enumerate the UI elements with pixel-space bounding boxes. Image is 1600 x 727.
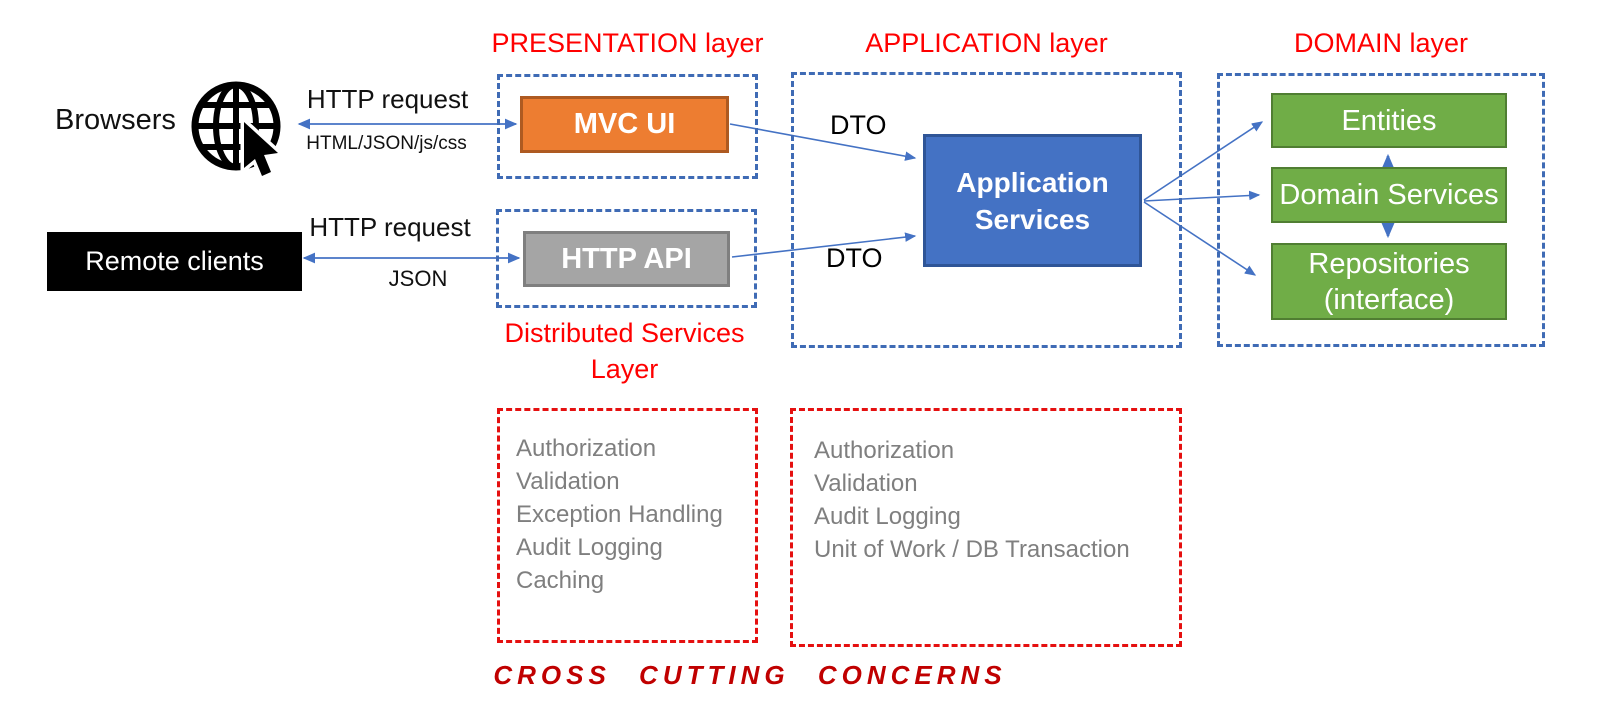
- http-api-box: HTTP API: [523, 231, 730, 287]
- entities-box: Entities: [1271, 93, 1507, 148]
- list-item: Validation: [814, 470, 918, 497]
- distributed-services-boundary: [496, 209, 757, 308]
- presentation-layer-boundary: [497, 74, 758, 179]
- presentation-layer-title: PRESENTATION layer: [491, 28, 764, 58]
- cross-cutting-footer: CROSS CUTTING CONCERNS: [493, 660, 1007, 690]
- cross-cutting-list-left: Authorization Validation Exception Handl…: [516, 432, 723, 597]
- application-layer-boundary: [791, 72, 1182, 348]
- remote-response-label: JSON: [388, 266, 448, 291]
- dto-label-bottom: DTO: [826, 243, 883, 273]
- domain-layer-boundary: [1217, 73, 1545, 347]
- list-item: Audit Logging: [516, 534, 663, 561]
- mvc-ui-box: MVC UI: [520, 96, 729, 153]
- list-item: Unit of Work / DB Transaction: [814, 536, 1130, 563]
- dto-label-top: DTO: [830, 110, 887, 140]
- remote-clients-box: Remote clients: [47, 232, 302, 291]
- browser-request-label: HTTP request: [306, 84, 469, 114]
- domain-layer-title: DOMAIN layer: [1293, 28, 1469, 58]
- application-layer-title: APPLICATION layer: [865, 28, 1108, 58]
- list-item: Validation: [516, 468, 620, 495]
- cross-cutting-list-right: Authorization Validation Audit Logging U…: [814, 434, 1130, 566]
- remote-request-label: HTTP request: [309, 212, 471, 242]
- application-services-box: Application Services: [923, 134, 1142, 267]
- cross-cutting-box-left: [497, 408, 758, 643]
- list-item: Exception Handling: [516, 501, 723, 528]
- list-item: Authorization: [814, 437, 955, 464]
- distributed-services-title: Distributed Services Layer: [504, 318, 745, 384]
- repositories-box: Repositories (interface): [1271, 243, 1507, 320]
- browser-response-label: HTML/JSON/js/css: [306, 133, 467, 154]
- browser-globe-icon: [191, 81, 286, 181]
- list-item: Audit Logging: [814, 503, 961, 530]
- domain-services-box: Domain Services: [1271, 167, 1507, 223]
- list-item: Authorization: [516, 435, 657, 462]
- list-item: Caching: [516, 567, 605, 594]
- browsers-label: Browsers: [55, 104, 176, 136]
- cross-cutting-box-right: [790, 408, 1182, 647]
